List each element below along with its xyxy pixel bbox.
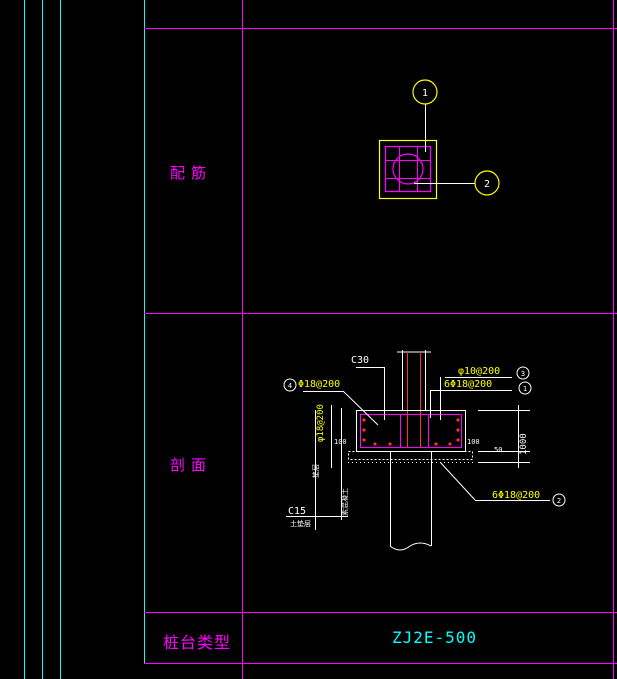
rebar-label: 6Φ18@200 bbox=[444, 379, 492, 390]
callout-bubble bbox=[474, 170, 500, 196]
note-label: 垫层 bbox=[311, 464, 320, 478]
section-drawing: C30 C15 Φ18@200 φ18@200 φ10@200 6Φ18@200… bbox=[283, 350, 566, 551]
concrete-grade-label: C30 bbox=[351, 355, 369, 366]
pile-circle bbox=[392, 153, 424, 185]
note-label: 素混凝土 bbox=[340, 488, 349, 516]
dimension-label: 1000 bbox=[519, 433, 529, 455]
callout-number: 2 bbox=[557, 497, 561, 505]
cap-rebar-cage bbox=[360, 414, 462, 448]
rebar-dots bbox=[362, 418, 460, 446]
rebar-label: φ10@200 bbox=[458, 366, 500, 377]
dimension-label: 100 bbox=[467, 438, 480, 446]
rebar-label: 6Φ18@200 bbox=[492, 490, 540, 501]
rebar-label: Φ18@200 bbox=[298, 379, 340, 390]
callout-number: 3 bbox=[521, 370, 525, 378]
leader-line bbox=[342, 390, 379, 426]
note-label: 土垫层 bbox=[290, 519, 311, 528]
row-label-reinforcement: 配筋 bbox=[170, 164, 213, 182]
leader-line bbox=[439, 461, 476, 501]
dimension-label: 50 bbox=[494, 446, 502, 454]
rebar-mesh-outline bbox=[384, 145, 432, 193]
callout-number: 1 bbox=[523, 385, 527, 393]
pile-cap-outline bbox=[378, 139, 438, 200]
pile-cap-section bbox=[356, 410, 466, 452]
callout-number: 2 bbox=[484, 179, 490, 190]
callout-bubble bbox=[552, 493, 566, 507]
callout-number: 4 bbox=[288, 382, 292, 390]
callout-bubble bbox=[283, 378, 297, 392]
rebar-label: φ18@200 bbox=[316, 404, 326, 442]
callout-bubble bbox=[412, 79, 438, 105]
row-label-section: 剖面 bbox=[170, 456, 213, 474]
cushion-grade-label: C15 bbox=[288, 506, 306, 517]
cap-type-value: ZJ2E-500 bbox=[392, 628, 478, 647]
callout-number: 1 bbox=[422, 88, 428, 99]
callout-bubble bbox=[518, 381, 532, 395]
pile-break bbox=[389, 542, 432, 551]
table-grid bbox=[24, 0, 617, 679]
row-label-cap-type: 桩台类型 bbox=[163, 633, 232, 652]
dimension-label: 100 bbox=[334, 438, 347, 446]
reinforcement-plan-drawing: 1 2 bbox=[378, 79, 500, 200]
callout-bubble bbox=[516, 366, 530, 380]
cushion-layer bbox=[348, 451, 473, 460]
